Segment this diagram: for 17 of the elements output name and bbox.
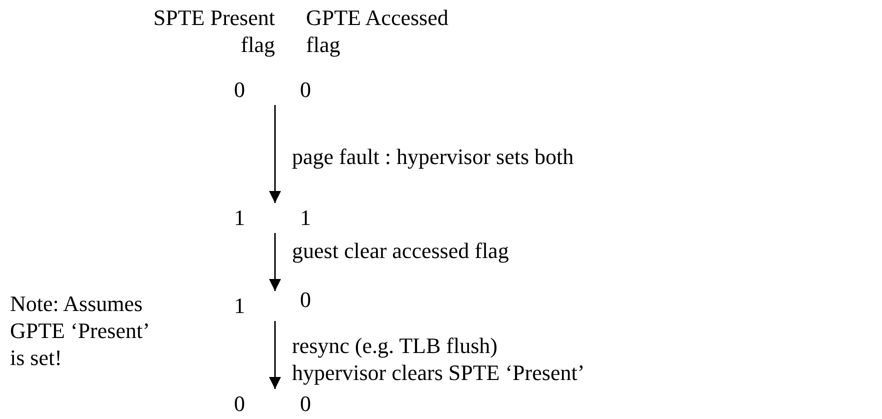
edge-label: guest clear accessed flag — [292, 237, 510, 264]
state-value: 0 — [300, 77, 311, 103]
note: Note: Assumes GPTE ‘Present’ is set! — [10, 290, 150, 371]
state-value: 1 — [234, 205, 245, 231]
state-value: 0 — [300, 391, 311, 417]
state-value: 0 — [234, 391, 245, 417]
arrow — [269, 105, 281, 203]
state-value: 1 — [300, 205, 311, 231]
edge-label: page fault : hypervisor sets both — [292, 143, 575, 170]
edge-label: resync (e.g. TLB flush) hypervisor clears SPTE ‘Present’ — [292, 332, 586, 386]
arrow — [269, 321, 281, 389]
state-value: 0 — [234, 77, 245, 103]
arrow — [269, 233, 281, 291]
state-value: 1 — [234, 293, 245, 319]
state-value: 0 — [300, 287, 311, 313]
column-header: SPTE Present flag — [152, 4, 275, 58]
column-header: GPTE Accessed flag — [306, 4, 450, 58]
